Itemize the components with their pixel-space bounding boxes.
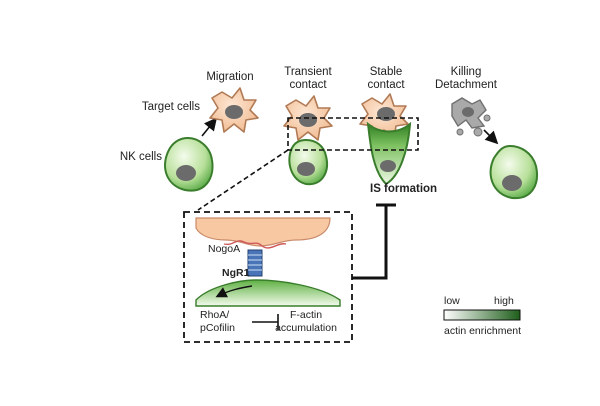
arrow-detachment <box>483 129 499 145</box>
label-is-formation: IS formation <box>370 183 437 195</box>
legend-low: low <box>444 295 460 307</box>
nk-membrane <box>195 279 341 307</box>
dead-target-cell <box>451 97 491 137</box>
zoom-box-small <box>287 117 419 151</box>
label-transient-1: Transient <box>284 66 332 78</box>
legend-gradient-bar <box>443 309 521 321</box>
target-cell-migration <box>209 87 259 133</box>
label-stable-2: contact <box>367 79 405 91</box>
label-nk-cells: NK cells <box>120 151 162 163</box>
target-membrane <box>195 217 331 247</box>
label-transient-2: contact <box>289 79 327 91</box>
label-accumulation: accumulation <box>275 322 337 334</box>
nogoa-wave <box>223 240 287 249</box>
label-nogoa: NogoA <box>208 243 240 255</box>
label-target-cells: Target cells <box>142 101 200 113</box>
ngr1-receptor <box>247 249 263 277</box>
nk-cell-stable <box>366 121 412 186</box>
nk-cell-detached <box>489 144 538 200</box>
inhibition-factin <box>252 314 279 330</box>
signal-arrow <box>215 285 253 298</box>
zoom-line <box>197 149 289 211</box>
label-killing: Killing <box>451 66 482 78</box>
inhibition-connector <box>352 203 396 280</box>
label-pcofilin: pCofilin <box>200 322 235 334</box>
legend: low high actin enrichment <box>443 295 521 337</box>
arrow-migration <box>201 117 218 137</box>
legend-caption: actin enrichment <box>444 325 521 337</box>
nk-cell-transient <box>288 138 328 186</box>
label-ngr1: NgR1 <box>222 267 250 279</box>
label-detachment: Detachment <box>435 79 498 91</box>
label-migration: Migration <box>206 71 253 83</box>
legend-high: high <box>494 295 514 307</box>
label-factin: F-actin <box>290 309 322 321</box>
nk-cell-initial <box>164 136 214 192</box>
label-rhoa: RhoA/ <box>200 309 229 321</box>
zoom-box-large <box>183 211 353 343</box>
label-stable-1: Stable <box>370 66 403 78</box>
